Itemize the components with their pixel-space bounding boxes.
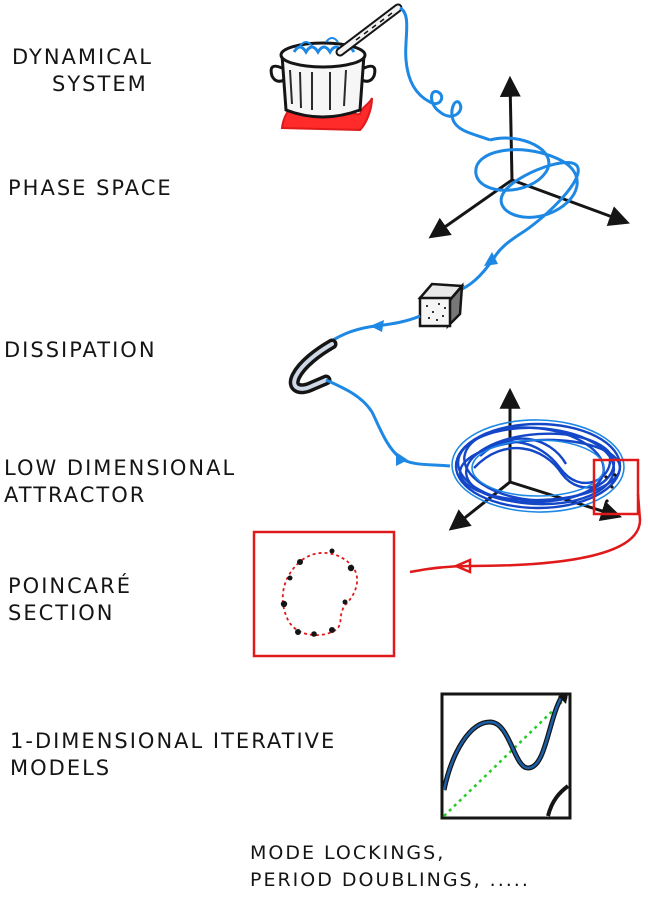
label-line: MODELS bbox=[10, 756, 112, 780]
map-diagonal bbox=[443, 695, 569, 817]
pot-handle-left bbox=[269, 64, 285, 83]
map-curve-lower-branch bbox=[546, 784, 570, 817]
axis-z bbox=[499, 75, 521, 181]
phase-trajectory bbox=[474, 136, 580, 259]
map-corner-mark bbox=[558, 694, 568, 704]
label-iterative-models: 1-DIMENSIONAL ITERATIVE MODELS bbox=[10, 728, 336, 782]
label-outcomes: MODE LOCKINGS, PERIOD DOUBLINGS, ..... bbox=[250, 840, 530, 894]
hook-highlight bbox=[292, 342, 334, 391]
poincare-loop bbox=[281, 552, 359, 636]
axis-x bbox=[428, 178, 513, 239]
attractor-coil-inner bbox=[451, 419, 625, 513]
section-connector bbox=[409, 493, 642, 574]
attractor-coil bbox=[454, 422, 622, 510]
flow-path-to-attractor bbox=[325, 378, 451, 468]
flow-path-cable bbox=[399, 6, 491, 142]
axis-x bbox=[448, 480, 511, 531]
pot-shading bbox=[289, 69, 347, 110]
poincare-box bbox=[252, 530, 396, 658]
thermometer-icon bbox=[335, 3, 403, 57]
label-line: SYSTEM bbox=[52, 72, 148, 96]
label-line: PHASE SPACE bbox=[8, 176, 173, 200]
pot-handle-right bbox=[361, 64, 377, 83]
label-line: DYNAMICAL bbox=[12, 45, 153, 69]
dissipation-box-icon bbox=[417, 282, 465, 330]
iterative-map-box bbox=[440, 692, 572, 820]
section-window bbox=[592, 458, 640, 516]
label-phase-space: PHASE SPACE bbox=[8, 175, 173, 202]
label-line: MODE LOCKINGS, bbox=[250, 842, 446, 864]
section-arrow-icon bbox=[452, 558, 472, 574]
label-line: ATTRACTOR bbox=[4, 483, 147, 507]
label-line: PERIOD DOUBLINGS, ..... bbox=[250, 869, 530, 891]
map-curve bbox=[442, 695, 564, 791]
label-poincare-section: POINCARÉ SECTION bbox=[8, 573, 132, 627]
label-line: POINCARÉ bbox=[8, 574, 132, 598]
label-dissipation: DISSIPATION bbox=[4, 337, 157, 364]
label-line: 1-DIMENSIONAL ITERATIVE bbox=[10, 729, 337, 753]
boiling-pot-icon bbox=[269, 3, 403, 132]
hook-icon bbox=[288, 338, 338, 395]
poincare-points bbox=[280, 548, 355, 637]
label-low-dimensional-attractor: LOW DIMENSIONAL ATTRACTOR bbox=[4, 455, 236, 509]
flow-arrow-icon bbox=[370, 320, 384, 332]
boiling-bubbles-top bbox=[299, 37, 339, 47]
label-line: LOW DIMENSIONAL bbox=[4, 456, 237, 480]
flow-arrow-icon bbox=[484, 252, 498, 266]
label-line: SECTION bbox=[8, 601, 115, 625]
flow-arrow-icon bbox=[396, 452, 408, 466]
flow-path-to-hook bbox=[329, 314, 421, 344]
label-dynamical-system: DYNAMICAL SYSTEM bbox=[12, 44, 153, 98]
section-points bbox=[603, 472, 618, 504]
label-line: DISSIPATION bbox=[4, 338, 157, 362]
